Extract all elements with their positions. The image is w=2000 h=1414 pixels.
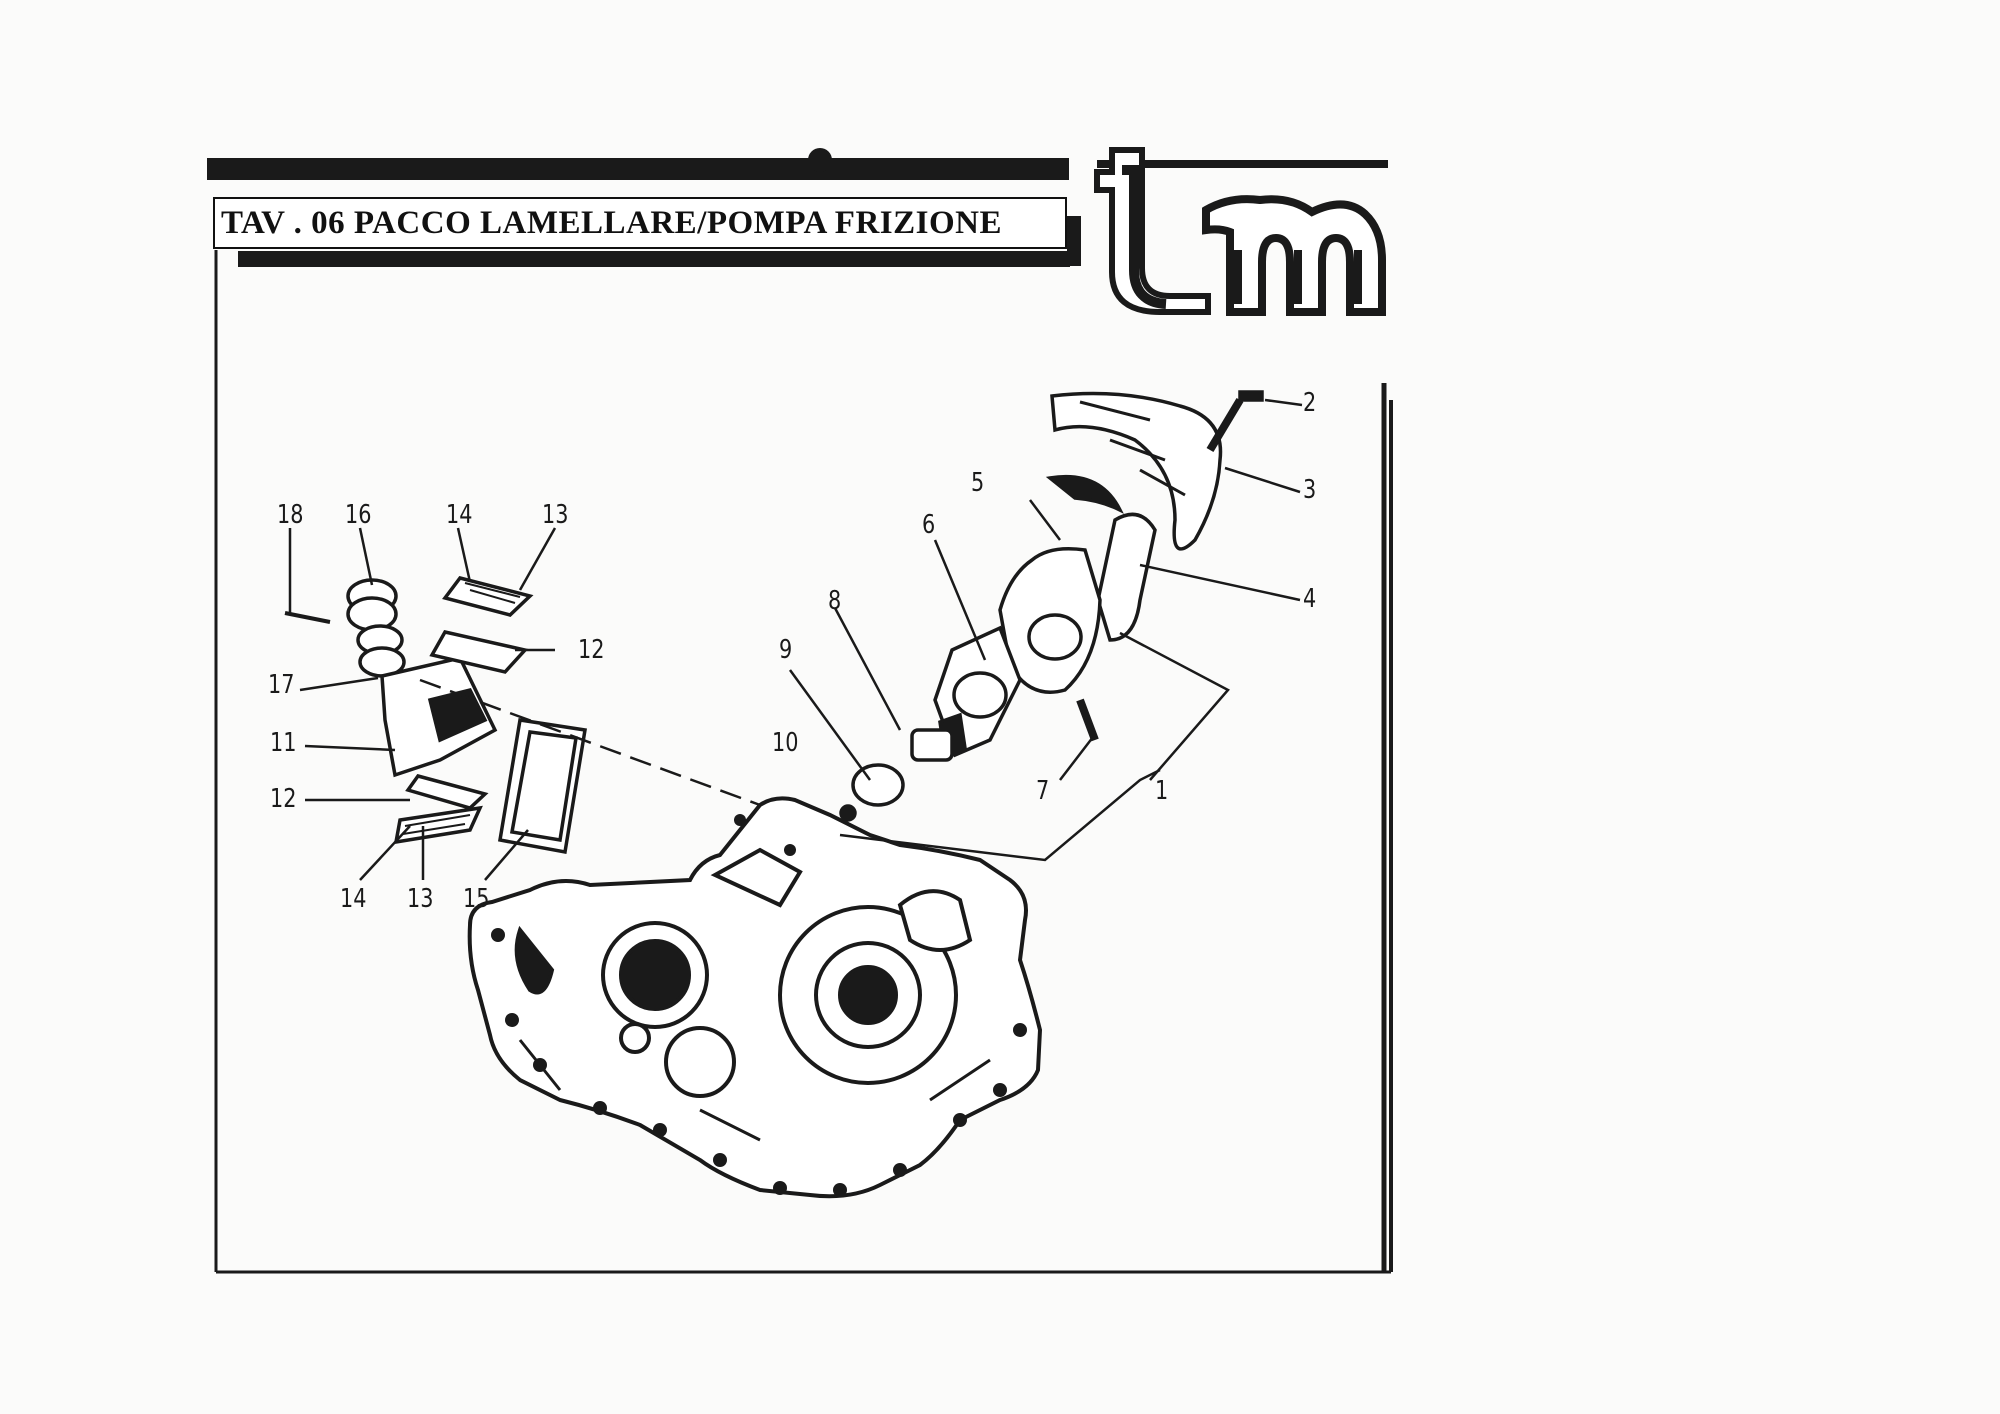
header-bars (207, 148, 1081, 267)
callout-14-top: 14 (446, 500, 473, 530)
callout-17: 17 (268, 670, 295, 700)
callout-7: 7 (1036, 776, 1050, 806)
callout-8: 8 (828, 586, 842, 616)
callout-1: 1 (1155, 776, 1169, 806)
callout-14-bottom: 14 (340, 884, 367, 914)
callout-2: 2 (1303, 388, 1317, 418)
callout-12-top: 12 (578, 635, 605, 665)
page-title: TAV . 06 PACCO LAMELLARE/POMPA FRIZIONE (221, 204, 1002, 241)
leader-lines (288, 398, 1303, 881)
crankcase-illustration (467, 796, 1043, 1199)
callout-3: 3 (1303, 475, 1317, 505)
callout-5: 5 (971, 468, 985, 498)
callout-13-bottom: 13 (407, 884, 434, 914)
callout-18: 18 (277, 500, 304, 530)
callout-10: 10 (772, 728, 799, 758)
callout-15: 15 (463, 884, 490, 914)
page-frame (214, 250, 1393, 1274)
callout-11: 11 (270, 728, 297, 758)
callout-9: 9 (779, 635, 793, 665)
callout-6: 6 (922, 510, 936, 540)
title-box: TAV . 06 PACCO LAMELLARE/POMPA FRIZIONE (213, 197, 1067, 249)
callout-13-top: 13 (542, 500, 569, 530)
callout-16: 16 (345, 500, 372, 530)
reed-valve-illustration (284, 576, 588, 855)
clutch-pump-illustration (839, 390, 1264, 822)
callout-12-bottom: 12 (270, 784, 297, 814)
callout-4: 4 (1303, 584, 1317, 614)
tm-logo (1094, 147, 1388, 316)
